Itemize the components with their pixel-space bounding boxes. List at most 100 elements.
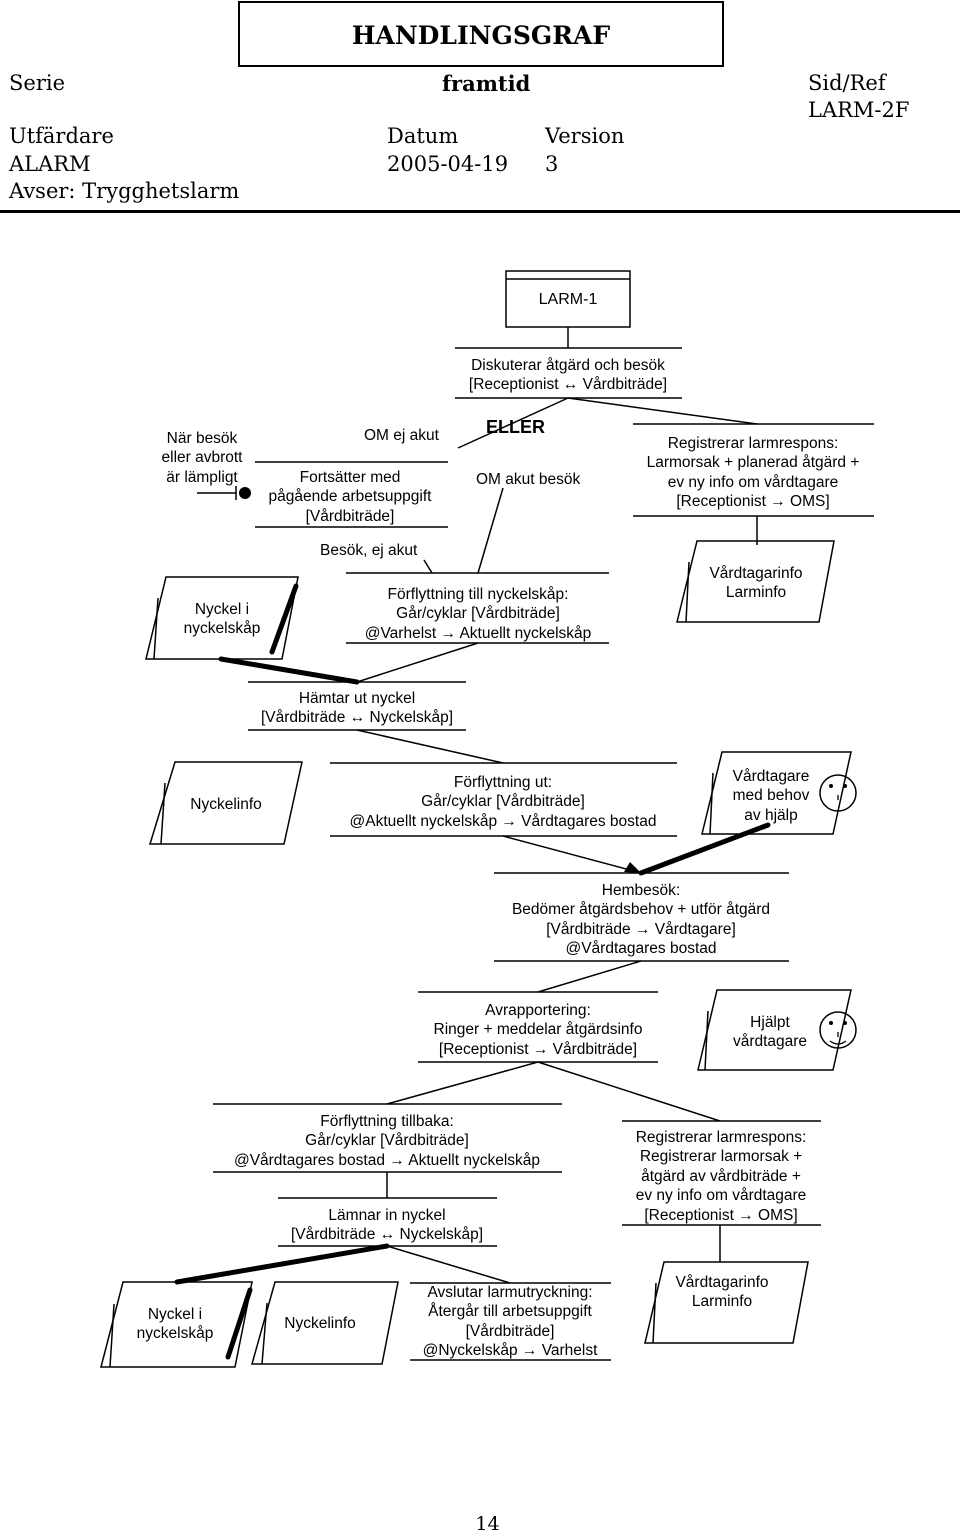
flow-avrapportering-registrerar [537,1061,721,1122]
eller-label: ELLER [486,417,546,437]
sidref-value: LARM-2F [808,98,910,122]
action-line: Diskuterar åtgärd och besök [471,357,665,374]
action-line: Registrerar larmrespons: [667,435,839,452]
flow-forflyttning-hamtar [356,642,479,683]
nyckel-i-skap2-bold-edge [225,1287,253,1360]
condition-om-akut: OM akut besök [476,471,581,488]
action-line: åtgärd av vårdbiträde + [641,1167,801,1185]
object-vardtagare-behov: Vårdtagare med behov av hjälp [733,767,810,825]
action-line: Går/cyklar [Vårdbiträde] [421,793,585,811]
face-icon [819,1011,857,1049]
flow-akut-forflyttning [477,487,504,574]
title-box: HANDLINGSGRAF [238,1,724,67]
action-line: ev ny info om vårdtagare [667,473,839,491]
object-nyckel-i-skap2: Nyckel i nyckelskåp [137,1305,214,1344]
action-line: ev ny info om vårdtagare [635,1187,807,1205]
flow-diskuterar-registrerar [567,397,758,425]
vardtagarinfo2-shape [644,1261,809,1344]
utfardare-value: ALARM [9,152,91,176]
action-line: Hembesök: [601,882,681,899]
nyckel-i-skap1-shape [145,576,299,660]
action-fortsatter: Fortsätter med pågående arbetsuppgift [V… [269,468,432,526]
utfardare-label: Utfärdare [9,124,114,148]
action-avslutar: Avslutar larmutryckning: Återgår till ar… [423,1283,598,1361]
vardtagare-behov-shape [701,751,852,835]
nyckel-i-skap1-edge [153,597,159,660]
hjalpt-edge [704,1010,709,1071]
action-line: Larmorsak + planerad åtgärd + [646,454,860,472]
condition-line: När besök [166,430,238,447]
action-line: Bedömer åtgärdsbehov + utför åtgärd [511,901,771,919]
action-registrerar1: Registrerar larmrespons: Larmorsak + pla… [647,434,860,512]
object-line: vårdtagare [732,1033,808,1051]
datum-label: Datum [387,124,459,148]
sidref-label: Sid/Ref [808,71,886,95]
action-lamnar: Lämnar in nyckel [Vårdbiträde ↔ Nyckelsk… [291,1206,483,1245]
action-avrapportering: Avrapportering: Ringer + meddelar åtgärd… [434,1001,643,1059]
flow-lamnar-nyckelskap [174,1243,390,1285]
nyckelinfo1-edge [160,782,166,845]
nyckel-i-skap2-shape [100,1281,253,1368]
face-eye [829,784,833,788]
flow-vardtagare-hembesok [638,822,771,876]
action-line: [Receptionist ↔ Vårdbiträde] [468,376,668,394]
face-smile [829,1040,847,1045]
action-line: [Receptionist → Vårdbiträde] [438,1040,638,1058]
flow-lamnar-avslutar [386,1245,511,1284]
object-line: Vårdtagarinfo [675,1274,769,1291]
avser-line: Avser: Trygghetslarm [9,179,240,203]
flow-forflyttning-ut-hembesok [502,835,642,874]
nyckelinfo2-shape [251,1281,399,1365]
object-line: nyckelskåp [136,1325,214,1343]
object-vardtagarinfo2: Vårdtagarinfo Larminfo [675,1273,768,1312]
action-line: Registrerar larmorsak + [639,1148,803,1166]
object-line: Nyckel i [147,1306,203,1323]
condition-dot-icon [239,487,251,499]
action-line: Går/cyklar [Vårdbiträde] [305,1132,469,1150]
action-line: Förflyttning tillbaka: [320,1113,454,1130]
object-vardtagarinfo1: Vårdtagarinfo Larminfo [709,564,802,603]
action-line: [Vårdbiträde] [465,1322,555,1340]
header-rule [0,210,960,213]
flow-hamtar-forflyttning-ut [356,729,504,764]
action-line: @Vårdtagares bostad → Aktuellt nyckelskå… [233,1151,541,1169]
face-eye [843,1021,847,1025]
vardtagare-behov-edge [709,772,714,835]
object-line: Vårdtagare [732,768,810,785]
action-line: Avrapportering: [485,1002,591,1019]
object-nyckel-i-skap1: Nyckel i nyckelskåp [184,600,261,639]
action-line: @Nyckelskåp → Varhelst [422,1342,598,1360]
action-line: [Receptionist → OMS] [644,1206,798,1224]
version-value: 3 [545,152,559,176]
nyckelinfo1-shape [148,761,303,845]
action-line: Avslutar larmutryckning: [427,1284,593,1301]
action-forflyttning-tillbaka: Förflyttning tillbaka: Går/cyklar [Vårdb… [234,1112,540,1170]
flow-nyckelskap-hamtar [218,656,360,685]
object-line: Larminfo [691,1293,753,1311]
face-eye [829,1021,833,1025]
page-title: HANDLINGSGRAF [351,21,611,50]
nyckel-i-skap1-bold-edge [269,583,299,655]
flow-besok-forflyttning [423,559,433,574]
object-line: Larminfo [725,584,787,602]
action-line: [Vårdbiträde → Vårdtagare] [546,920,736,938]
action-line: pågående arbetsuppgift [268,488,432,506]
serie-value: framtid [442,71,531,96]
vardtagarinfo2-edge [652,1282,657,1344]
action-forflyttning-nyckel: Förflyttning till nyckelskåp: Går/cyklar… [365,585,592,643]
action-line: @Aktuellt nyckelskåp → Vårdtagares bosta… [349,812,657,830]
condition-besok-ej-akut: Besök, ej akut [320,542,418,559]
object-line: av hjälp [744,806,798,824]
action-line: Förflyttning ut: [453,774,553,791]
arrow-head-icon [624,862,641,873]
object-line: Nyckel i [194,601,250,618]
action-hembesok: Hembesök: Bedömer åtgärdsbehov + utför å… [512,881,770,959]
hjalpt-shape [697,989,852,1071]
action-forflyttning-ut: Förflyttning ut: Går/cyklar [Vårdbiträde… [350,773,657,831]
action-line: [Receptionist → OMS] [676,493,830,511]
object-line: Vårdtagarinfo [709,565,803,582]
action-line: @Vårdtagares bostad [565,940,717,958]
object-line: Hjälpt [750,1014,790,1031]
action-line: Förflyttning till nyckelskåp: [387,586,569,603]
datum-value: 2005-04-19 [387,152,509,176]
